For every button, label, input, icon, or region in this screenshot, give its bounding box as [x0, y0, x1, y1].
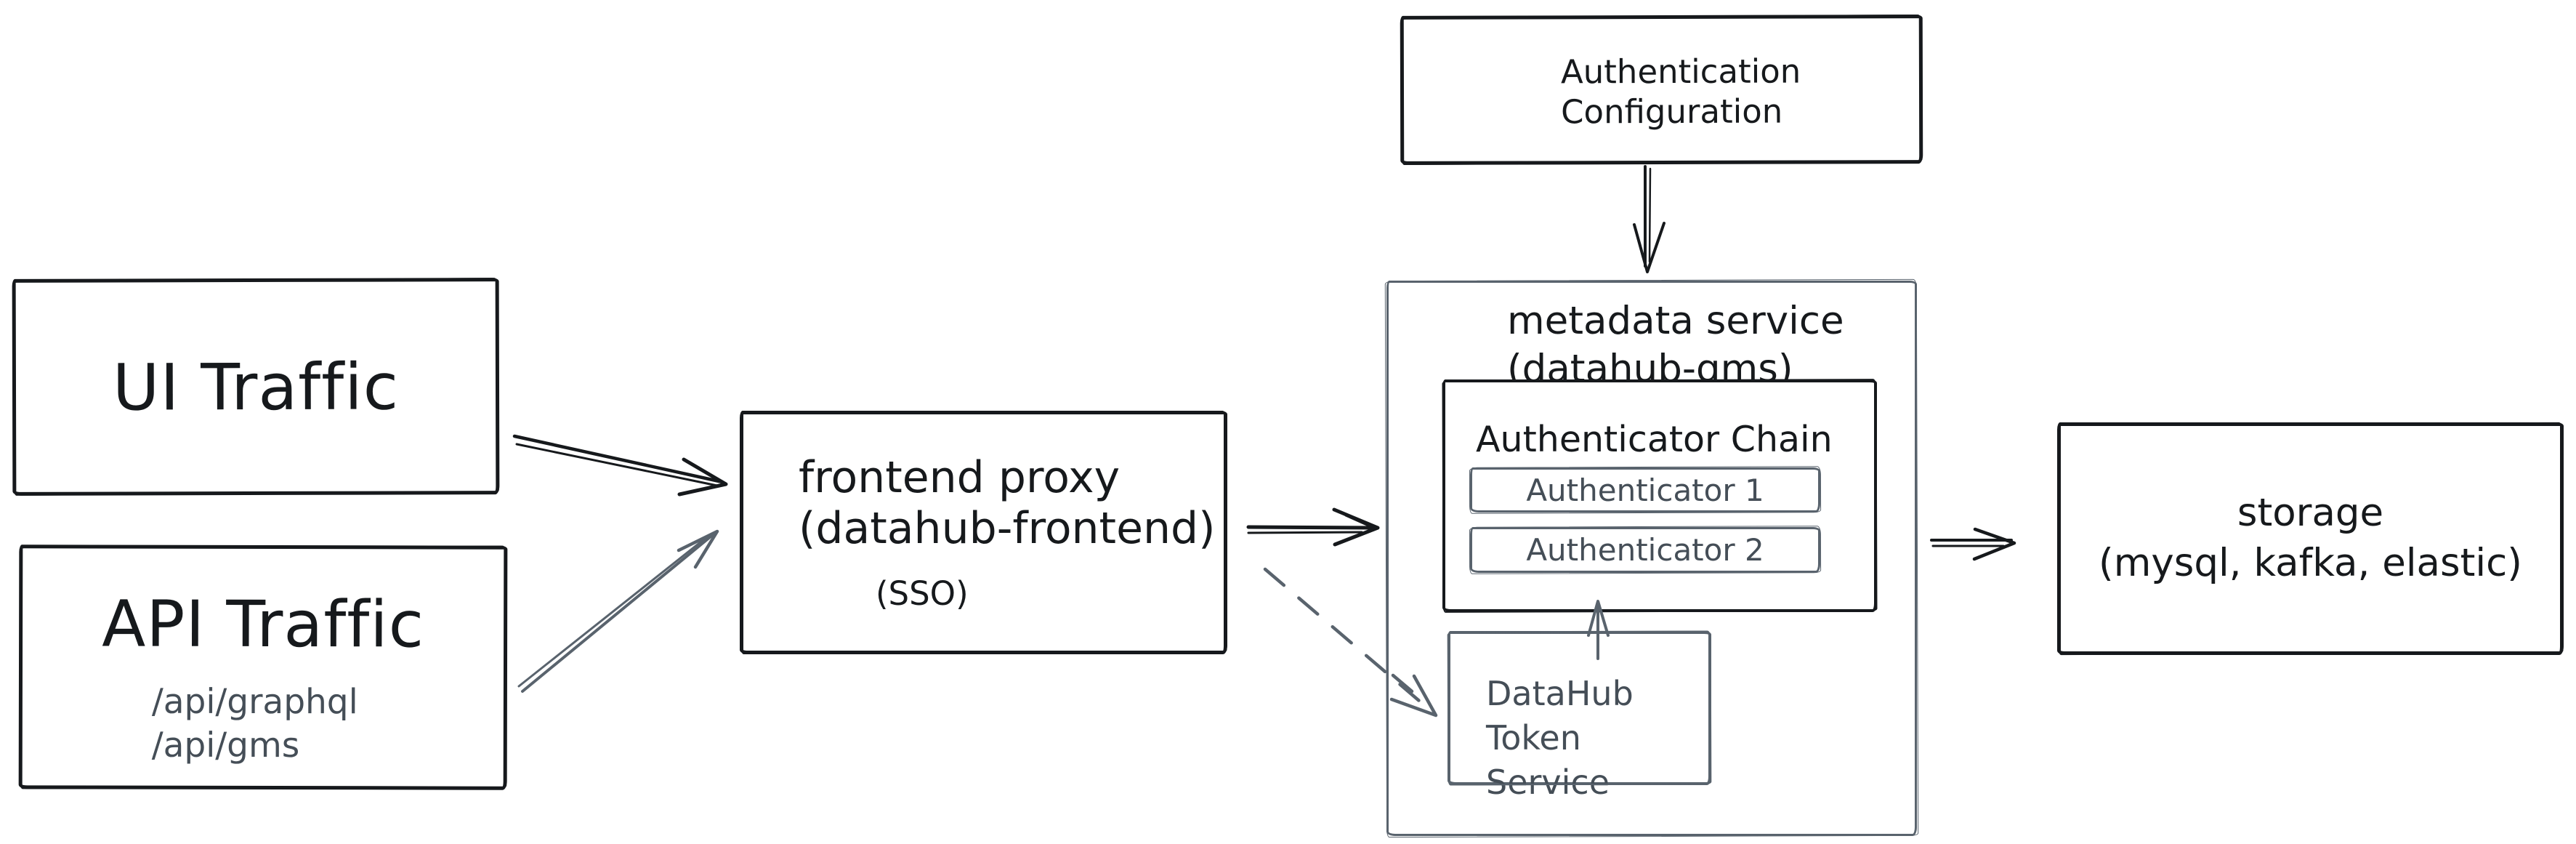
auth-config-line2: Configuration	[1561, 92, 1783, 132]
api-traffic-box: API Traffic /api/graphql /api/gms	[18, 544, 508, 790]
authenticator-2-label: Authenticator 2	[1526, 532, 1764, 568]
arrow-gms-to-storage	[1930, 527, 2016, 561]
authenticator-chain-label: Authenticator Chain	[1476, 419, 1833, 460]
api-endpoint-graphql: /api/graphql	[151, 681, 358, 723]
storage-label: storage	[2237, 491, 2384, 536]
frontend-proxy-box: frontend proxy (datahub-frontend) (SSO)	[740, 411, 1227, 654]
frontend-proxy-sublabel: (datahub-frontend)	[799, 503, 1216, 555]
metadata-service-label: metadata service	[1507, 299, 1844, 343]
token-service-line1: DataHub	[1486, 674, 1634, 713]
arrow-config-to-gms	[1633, 165, 1665, 273]
storage-box: storage (mysql, kafka, elastic)	[2057, 422, 2564, 655]
auth-config-box: Authentication Configuration	[1400, 15, 1923, 165]
api-traffic-label: API Traffic	[102, 586, 425, 662]
authenticator-1-box: Authenticator 1	[1470, 467, 1820, 513]
token-service-box: DataHub Token Service	[1448, 631, 1711, 802]
token-service-line2: Token Service	[1486, 718, 1610, 803]
frontend-proxy-sso-label: (SSO)	[876, 574, 969, 614]
arrow-frontend-to-gms	[1246, 507, 1380, 547]
arrow-ui-to-frontend	[512, 434, 728, 497]
frontend-proxy-label: frontend proxy	[799, 452, 1121, 503]
auth-config-line1: Authentication	[1560, 52, 1801, 92]
api-endpoint-gms: /api/gms	[151, 725, 300, 766]
ui-traffic-box: UI Traffic	[12, 278, 500, 496]
authenticator-2-box: Authenticator 2	[1470, 527, 1820, 573]
ui-traffic-label: UI Traffic	[112, 348, 400, 425]
authenticator-1-label: Authenticator 1	[1526, 472, 1764, 508]
storage-sublabel: (mysql, kafka, elastic)	[2099, 541, 2522, 585]
arrow-api-to-frontend	[517, 529, 719, 693]
